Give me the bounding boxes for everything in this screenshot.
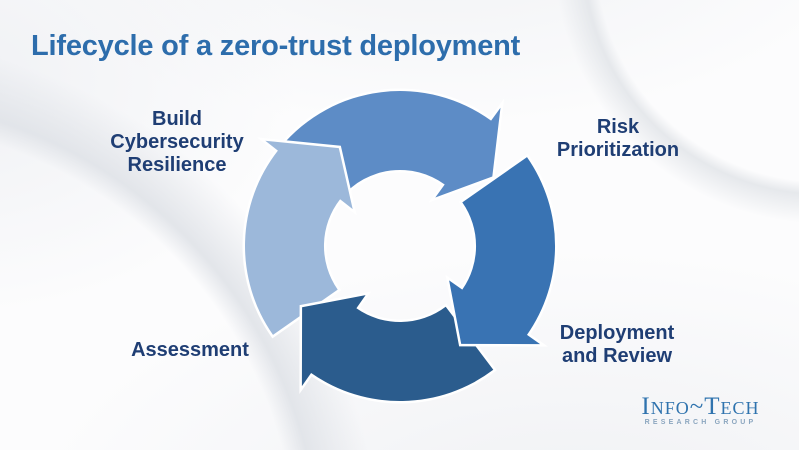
- stage-label-line: Assessment: [131, 339, 249, 361]
- infotech-logo: Info~Tech RESEARCH GROUP: [628, 393, 773, 426]
- stage-label-assessment: Assessment: [131, 339, 249, 362]
- stage-label-line: Risk: [596, 116, 640, 138]
- stage-label-line: Prioritization: [556, 139, 680, 161]
- stage-label-deployment-and-review: Deployment and Review: [560, 322, 674, 368]
- stage-label-build-cybersecurity-resilience: Build Cybersecurity Resilience: [110, 108, 243, 177]
- stage-label-line: Deployment: [559, 322, 675, 344]
- page-title: Lifecycle of a zero-trust deployment: [31, 30, 521, 62]
- infotech-logo-subtitle: RESEARCH GROUP: [644, 419, 757, 426]
- stage-label-line: Build: [152, 108, 202, 130]
- cycle-arrow-bottom: [299, 291, 497, 404]
- stage-label-line: Cybersecurity: [110, 131, 244, 153]
- cycle-arrow-right: [445, 153, 558, 347]
- stage-label-line: and Review: [561, 345, 673, 367]
- cycle-arrow-left: [242, 137, 357, 339]
- infotech-logo-wordmark: Info~Tech: [641, 393, 760, 420]
- stage-label-line: Resilience: [127, 154, 227, 176]
- stage-label-risk-prioritization: Risk Prioritization: [557, 116, 679, 162]
